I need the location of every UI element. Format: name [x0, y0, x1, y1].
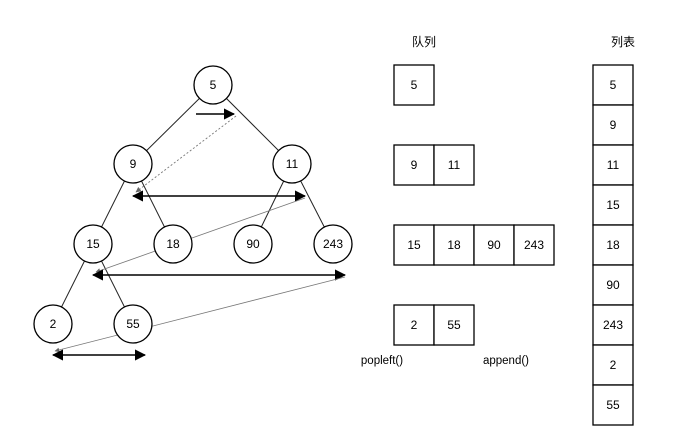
list-cell-value: 5: [610, 78, 617, 92]
tree-node-circle: [113, 304, 153, 344]
queue-cell-value: 15: [407, 238, 421, 252]
list-cell: 55: [592, 384, 634, 426]
queue-cell-box: [433, 304, 475, 346]
list-cell: 243: [592, 304, 634, 346]
queue-cell: 243: [513, 224, 555, 266]
list-cell: 2: [592, 344, 634, 386]
list-title: 列表: [611, 35, 635, 49]
traversal-arrows: [51, 108, 347, 361]
list-cell-value: 55: [606, 398, 620, 412]
queue-cell-box: [393, 64, 435, 106]
list-cell-value: 18: [606, 238, 620, 252]
queue-cell: 5: [393, 64, 435, 106]
list-cell-value: 2: [610, 358, 617, 372]
queue-cell: 11: [433, 144, 475, 186]
queue-cell: 9: [393, 144, 435, 186]
tree-node-label: 55: [126, 317, 140, 331]
list-cell-box: [592, 264, 634, 306]
list-cell: 18: [592, 224, 634, 266]
tree-node-circle: [272, 144, 312, 184]
tree-node-label: 11: [286, 157, 299, 171]
queue-cell-value: 2: [411, 318, 418, 332]
tree-node-circle: [313, 224, 353, 264]
tree-node-circle: [153, 224, 193, 264]
tree-node-label: 18: [166, 237, 180, 251]
tree-nodes: 5 9 11 15 18 90 243 2 55: [33, 65, 353, 344]
tree-node: 18: [153, 224, 193, 264]
tree-node-label: 2: [50, 317, 57, 331]
tree-edges: [52, 84, 334, 325]
tree-node-circle: [233, 224, 273, 264]
tree-node: 15: [73, 224, 113, 264]
list-cell-value: 243: [603, 318, 623, 332]
tree-node: 2: [33, 304, 73, 344]
queue-cell: 90: [473, 224, 515, 266]
list-cell-box: [592, 64, 634, 106]
arrow-level1-to-level2: [95, 197, 306, 273]
list-cell-value: 11: [607, 158, 620, 172]
queue-cell-value: 11: [448, 158, 461, 172]
queue-cell-value: 243: [524, 238, 544, 252]
tree-node-label: 9: [130, 157, 137, 171]
tree-node-label: 90: [246, 237, 260, 251]
tree-node: 9: [113, 144, 153, 184]
queue-cell-value: 18: [447, 238, 461, 252]
queue-cell-box: [473, 224, 515, 266]
list-cell: 11: [592, 144, 634, 186]
append-label: append(): [483, 355, 529, 367]
queue-cell-value: 90: [487, 238, 501, 252]
queue: 5 9 11 15 18 90 243 2 55: [393, 64, 555, 346]
tree-node-circle: [33, 304, 73, 344]
tree-node-label: 15: [86, 237, 100, 251]
list-cell-box: [592, 104, 634, 146]
queue-cell-value: 5: [411, 78, 418, 92]
tree-node: 5: [193, 65, 233, 105]
queue-cell: 15: [393, 224, 435, 266]
queue-cell-value: 55: [447, 318, 461, 332]
tree-node-label: 5: [210, 78, 217, 92]
tree-node: 11: [272, 144, 312, 184]
queue-cell-box: [393, 304, 435, 346]
result-list: 5 9 11 15 18 90 243 2 55: [592, 64, 634, 426]
list-cell-value: 90: [606, 278, 620, 292]
queue-cell-value: 9: [411, 158, 418, 172]
list-cell-value: 15: [606, 198, 620, 212]
arrow-level2-to-level3: [54, 276, 346, 353]
queue-cell-box: [433, 224, 475, 266]
arrow-level0-to-level1: [135, 115, 237, 193]
list-cell: 90: [592, 264, 634, 306]
tree-node: 243: [313, 224, 353, 264]
tree-node-circle: [193, 65, 233, 105]
queue-cell-box: [433, 144, 475, 186]
queue-title: 队列: [412, 34, 436, 49]
tree-node: 55: [113, 304, 153, 344]
queue-cell-box: [513, 224, 555, 266]
list-cell: 15: [592, 184, 634, 226]
list-cell: 5: [592, 64, 634, 106]
tree-node: 90: [233, 224, 273, 264]
popleft-label: popleft(): [361, 355, 403, 367]
list-cell-box: [592, 384, 634, 426]
list-cell: 9: [592, 104, 634, 146]
queue-cell: 2: [393, 304, 435, 346]
tree-node-label: 243: [323, 237, 343, 251]
list-cell-value: 9: [610, 118, 617, 132]
queue-cell: 18: [433, 224, 475, 266]
queue-cell: 55: [433, 304, 475, 346]
tree-node-circle: [73, 224, 113, 264]
tree-node-circle: [113, 144, 153, 184]
